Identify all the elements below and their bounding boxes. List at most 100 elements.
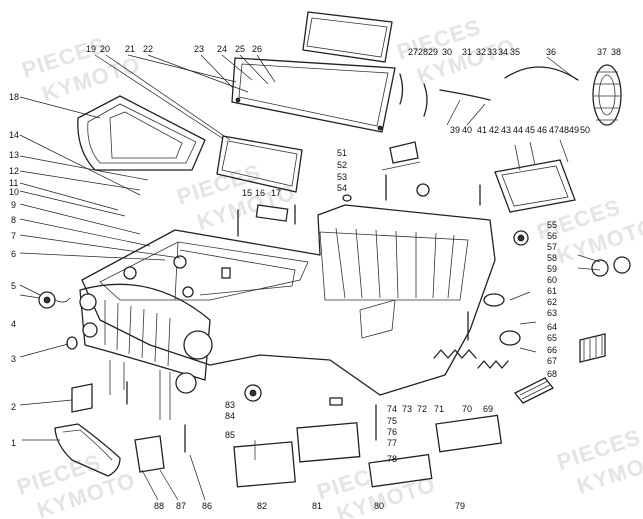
- callout-number: 38: [611, 47, 621, 57]
- bracket-part: [134, 435, 165, 473]
- callout-number: 61: [547, 286, 557, 296]
- callout-number: 66: [547, 345, 557, 355]
- callout-number: 20: [100, 44, 110, 54]
- callout-number: 27: [408, 47, 418, 57]
- callout-number: 45: [525, 125, 535, 135]
- callout-number: 12: [9, 166, 19, 176]
- callout-number: 39: [450, 125, 460, 135]
- ring-part: [499, 330, 521, 346]
- switch-bar-part: [381, 161, 421, 171]
- main-body-shell: [79, 204, 496, 420]
- callout-number: 72: [417, 404, 427, 414]
- callout-number: 13: [9, 150, 19, 160]
- callout-number: 56: [547, 231, 557, 241]
- callout-number: 65: [547, 333, 557, 343]
- windshield-assembly: [231, 11, 428, 133]
- callout-number: 4: [11, 319, 16, 329]
- callout-number: 59: [547, 264, 557, 274]
- callout-number: 41: [477, 125, 487, 135]
- callout-number: 73: [402, 404, 412, 414]
- callout-number: 8: [11, 215, 16, 225]
- callout-number: 21: [125, 44, 135, 54]
- callout-number: 44: [513, 125, 523, 135]
- fog-light-part: [244, 384, 262, 402]
- callout-number: 86: [202, 501, 212, 511]
- callout-number: 49: [569, 125, 579, 135]
- callout-number: 3: [11, 354, 16, 364]
- front-guard-detail: [62, 429, 113, 461]
- callout-number: 52: [337, 160, 347, 170]
- callout-number: 88: [154, 501, 164, 511]
- callout-number: 30: [442, 47, 452, 57]
- callout-number: 9: [11, 200, 16, 210]
- callout-number: 6: [11, 249, 16, 259]
- callout-number: 37: [597, 47, 607, 57]
- callout-number: 16: [255, 188, 265, 198]
- callout-number: 10: [9, 187, 19, 197]
- tail-light-part: [513, 230, 631, 277]
- door-frame-part: [77, 95, 206, 171]
- cable-part: [439, 89, 491, 101]
- callout-number: 18: [9, 92, 19, 102]
- callout-number: 75: [387, 416, 397, 426]
- side-light-part: [66, 336, 78, 350]
- callout-number: 7: [11, 231, 16, 241]
- callout-number: 28: [418, 47, 428, 57]
- grate-detail: [583, 336, 603, 360]
- callout-number: 46: [537, 125, 547, 135]
- spring-group: [433, 349, 555, 404]
- callout-number: 50: [580, 125, 590, 135]
- callout-number: 57: [547, 242, 557, 252]
- callout-number: 68: [547, 369, 557, 379]
- instrument-box-part: [494, 139, 576, 213]
- callout-number: 22: [143, 44, 153, 54]
- callout-number: 53: [337, 172, 347, 182]
- callout-number: 77: [387, 438, 397, 448]
- front-guard-part: [54, 423, 121, 477]
- callout-number: 70: [462, 404, 472, 414]
- callout-number: 71: [434, 404, 444, 414]
- bracket-part: [71, 383, 93, 413]
- callout-number: 11: [9, 178, 18, 188]
- callout-number: 29: [428, 47, 438, 57]
- callout-number: 84: [225, 411, 235, 421]
- callout-number: 43: [501, 125, 511, 135]
- callout-number: 19: [86, 44, 96, 54]
- callout-number: 82: [257, 501, 267, 511]
- callout-number: 67: [547, 356, 557, 366]
- switch-box-part: [389, 141, 419, 164]
- callout-number: 14: [9, 130, 19, 140]
- panel-group: [233, 414, 503, 488]
- callout-number: 2: [11, 402, 16, 412]
- callout-number: 1: [11, 438, 16, 448]
- callout-number: 47: [549, 125, 559, 135]
- side-window-part: [216, 135, 303, 193]
- hinge-part: [329, 397, 343, 406]
- knob-part: [342, 194, 352, 202]
- callout-number: 33: [487, 47, 497, 57]
- callout-number: 17: [271, 188, 281, 198]
- callout-number: 26: [252, 44, 262, 54]
- callout-number: 48: [559, 125, 569, 135]
- callout-number: 83: [225, 400, 235, 410]
- tire-part: [592, 64, 622, 126]
- ring-part: [483, 293, 505, 307]
- callout-labels: 1 2 3 4 5 6 7 8 9 10 11 12 13 14 15 16 1…: [9, 44, 621, 511]
- callout-number: 81: [312, 501, 322, 511]
- callout-number: 5: [11, 281, 16, 291]
- callout-number: 34: [498, 47, 508, 57]
- callout-number: 31: [462, 47, 472, 57]
- callout-number: 78: [387, 454, 397, 464]
- callout-number: 79: [455, 501, 465, 511]
- knob-part: [416, 183, 430, 197]
- callout-number: 54: [337, 183, 347, 193]
- callout-number: 35: [510, 47, 520, 57]
- callout-number: 76: [387, 427, 397, 437]
- callout-number: 15: [242, 188, 252, 198]
- small-plate-part: [255, 204, 289, 222]
- callout-number: 63: [547, 308, 557, 318]
- callout-number: 85: [225, 430, 235, 440]
- callout-number: 42: [489, 125, 499, 135]
